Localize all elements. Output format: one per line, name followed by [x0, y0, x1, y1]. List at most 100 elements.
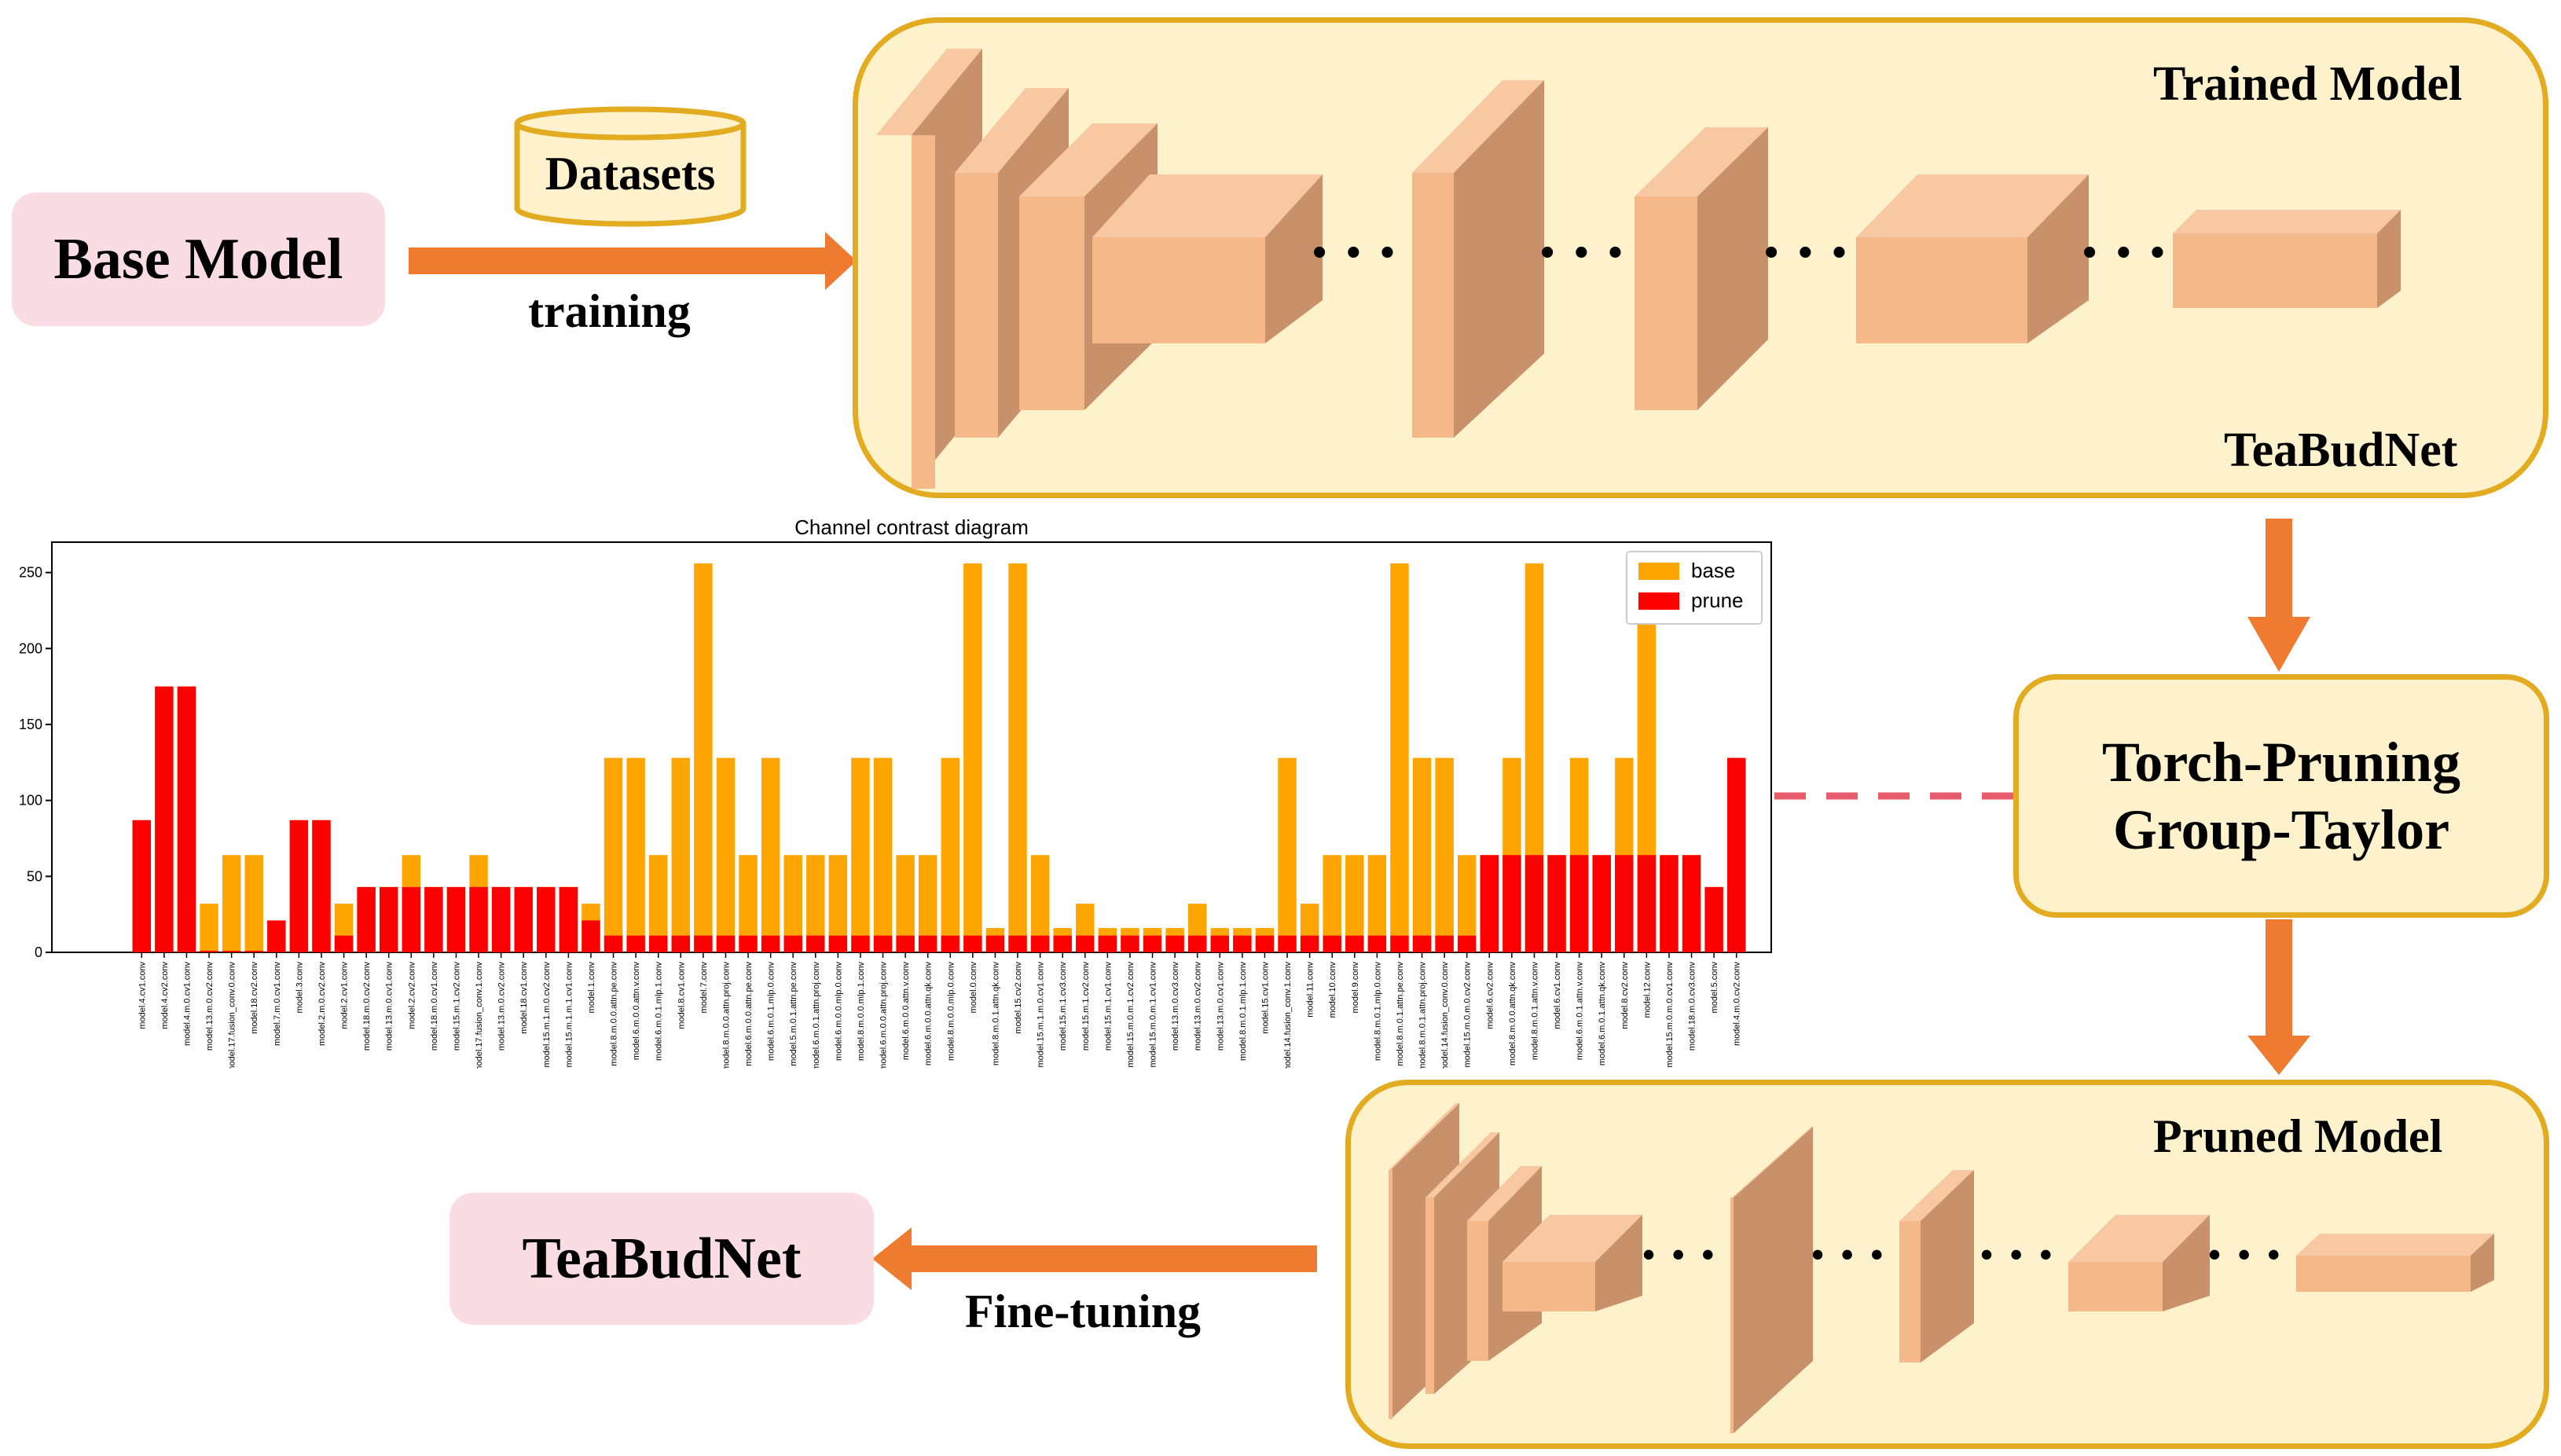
- bar-base: [761, 757, 780, 952]
- x-tick-label: model.6.cv2.conv: [1485, 962, 1495, 1029]
- ellipsis: • • •: [1642, 1234, 1719, 1274]
- bar-prune: [1480, 855, 1499, 952]
- bar-prune: [155, 686, 174, 952]
- x-tick-label: model.13.m.0.cv2.conv: [497, 962, 507, 1051]
- x-tick-label: model.17.fusion_conv.1.conv: [475, 962, 484, 1069]
- x-tick-label: model.13.m.0.cv2.conv: [205, 962, 215, 1051]
- bar-prune: [446, 886, 466, 952]
- bar-base: [918, 855, 937, 952]
- x-tick-label: model.8.m.0.0.mlp.0.conv: [946, 962, 956, 1061]
- base-model-label: Base Model: [53, 226, 343, 292]
- bar-prune: [1076, 935, 1095, 952]
- layer-block: [1635, 127, 1768, 410]
- bar-prune: [1592, 855, 1611, 952]
- bar-prune: [1547, 855, 1566, 952]
- x-tick-label: model.15.m.1.cv2.conv: [452, 962, 461, 1051]
- x-tick-label: model.2.m.0.cv2.conv: [317, 962, 327, 1046]
- bar-prune: [222, 951, 241, 952]
- bar-base: [896, 855, 915, 952]
- x-tick-label: model.8.m.0.0.attn.qk.conv: [1508, 962, 1517, 1066]
- database-icon: [514, 106, 747, 227]
- x-tick-label: model.7.conv: [699, 962, 709, 1014]
- x-tick-label: model.9.conv: [1351, 962, 1360, 1014]
- teabudnet-model-label: TeaBudNet: [2224, 424, 2458, 477]
- x-tick-label: model.14.fusion_conv.0.conv: [1440, 962, 1450, 1069]
- layer-block: [1730, 1127, 1813, 1433]
- x-tick-label: model.17.fusion_conv.0.conv: [228, 962, 237, 1069]
- bar-prune: [357, 886, 376, 952]
- x-tick-label: model.13.m.0.cv1.conv: [385, 962, 394, 1051]
- bar-prune: [1030, 935, 1050, 952]
- x-tick-label: model.15.m.0.m.0.cv2.conv: [1463, 962, 1473, 1068]
- layer-block: [1899, 1170, 1974, 1362]
- legend-swatch-base: [1638, 563, 1679, 580]
- bar-prune: [851, 935, 870, 952]
- ellipsis: • • •: [1540, 230, 1627, 275]
- ellipsis: • • •: [2208, 1234, 2284, 1274]
- x-tick-label: model.15.m.1.cv1.conv: [1103, 962, 1113, 1051]
- bar-prune: [582, 920, 600, 952]
- bar-base: [1457, 855, 1477, 952]
- layer-block: [1412, 80, 1544, 438]
- bar-prune: [1300, 935, 1319, 952]
- bar-prune: [1053, 935, 1072, 952]
- bar-prune: [1143, 935, 1162, 952]
- x-tick-label: model.6.m.0.0.attn.pe.conv: [744, 962, 754, 1066]
- legend-label-prune: prune: [1691, 589, 1744, 612]
- bars: [132, 563, 1746, 952]
- to-pruning-arrow: [2247, 519, 2310, 672]
- bar-prune: [1255, 935, 1275, 952]
- legend: base prune: [1626, 551, 1763, 625]
- x-tick-label: model.12.conv: [1642, 962, 1652, 1018]
- bar-base: [1030, 855, 1050, 952]
- bar-base: [671, 757, 691, 952]
- x-tick-label: model.8.m.0.1.attn.proj.conv: [1418, 962, 1428, 1069]
- x-tick-label: model.1.conv: [587, 962, 596, 1014]
- bar-prune: [761, 935, 780, 952]
- x-tick-label: model.15.m.1.m.1.cv1.conv: [564, 962, 574, 1068]
- bar-prune: [671, 935, 691, 952]
- pruning-method-line2: Group-Taylor: [2112, 798, 2450, 861]
- bar-prune: [1615, 855, 1634, 952]
- bar-prune: [985, 935, 1005, 952]
- x-tick-label: model.4.m.0.cv2.conv: [1733, 962, 1742, 1046]
- bar-prune: [604, 935, 623, 952]
- legend-label-base: base: [1691, 559, 1735, 582]
- pruned-model-title: Pruned Model: [2153, 1110, 2443, 1162]
- bar-prune: [648, 935, 668, 952]
- layer-block: [1092, 174, 1323, 343]
- bar-base: [873, 757, 893, 952]
- bar-base: [806, 855, 825, 952]
- y-tick-label: 100: [19, 793, 42, 809]
- x-tick-label: model.15.m.1.cv2.conv: [1081, 962, 1091, 1051]
- x-tick-label: model.6.m.0.1.mlp.1.conv: [655, 962, 664, 1061]
- bar-prune: [828, 935, 848, 952]
- bar-prune: [1457, 935, 1477, 952]
- y-tick-label: 50: [27, 868, 42, 884]
- layer-block: [2296, 1234, 2494, 1292]
- bar-base: [941, 757, 960, 952]
- x-tick-label: model.8.m.0.0.mlp.1.conv: [857, 962, 866, 1061]
- trained-model-layers: [876, 49, 2401, 489]
- bar-prune: [1524, 855, 1544, 952]
- bar-prune: [424, 886, 443, 952]
- bar-base: [828, 855, 848, 952]
- bar-prune: [806, 935, 825, 952]
- bar-prune: [559, 886, 578, 952]
- bar-prune: [918, 935, 937, 952]
- x-tick-label: model.6.m.0.1.attn.v.conv: [1576, 962, 1585, 1061]
- x-tick-label: model.0.conv: [969, 962, 978, 1014]
- x-tick-label: model.8.m.0.1.attn.v.conv: [1530, 962, 1539, 1061]
- bar-prune: [896, 935, 915, 952]
- ellipsis: • • •: [2082, 230, 2170, 275]
- bar-prune: [1726, 757, 1746, 952]
- bar-prune: [1367, 935, 1387, 952]
- x-tick-label: model.13.m.0.cv1.conv: [1216, 962, 1225, 1051]
- bar-prune: [177, 686, 196, 952]
- bar-prune: [132, 820, 152, 952]
- x-tick-label: model.15.m.1.cv3.conv: [1059, 962, 1068, 1051]
- x-tick-label: model.11.conv: [1306, 962, 1315, 1018]
- bar-base: [200, 904, 218, 952]
- bar-prune: [267, 920, 286, 952]
